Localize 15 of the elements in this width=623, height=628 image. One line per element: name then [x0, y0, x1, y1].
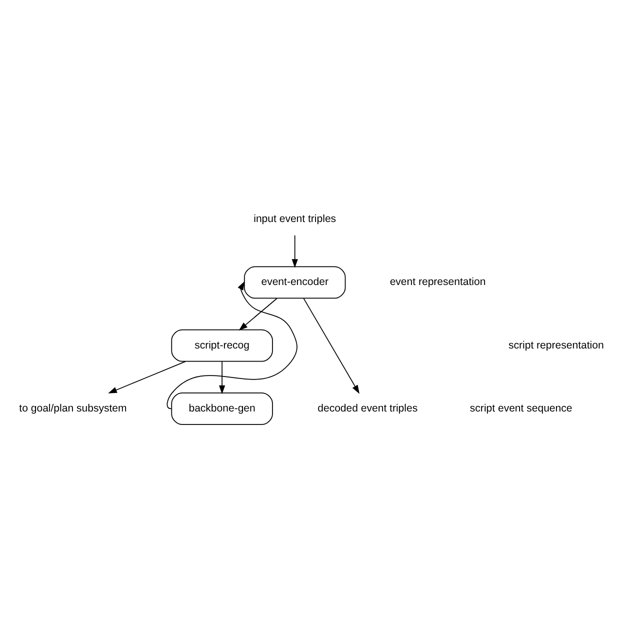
arrow — [166, 281, 298, 410]
node-box: script-recog — [171, 329, 273, 362]
node-text: to goal/plan subsystem — [19, 402, 127, 414]
label: event representation — [390, 276, 486, 288]
node-text: decoded event triples — [318, 402, 418, 414]
arrow — [292, 234, 298, 268]
arrow — [108, 361, 186, 394]
label: script representation — [508, 339, 604, 352]
node-box: event-encoder — [244, 266, 346, 299]
node-text: input event triples — [254, 213, 336, 226]
label: script event sequence — [470, 402, 572, 414]
node-box: backbone-gen — [171, 392, 273, 425]
arrow — [303, 298, 360, 394]
arrow — [238, 298, 278, 331]
arrow — [218, 361, 226, 394]
